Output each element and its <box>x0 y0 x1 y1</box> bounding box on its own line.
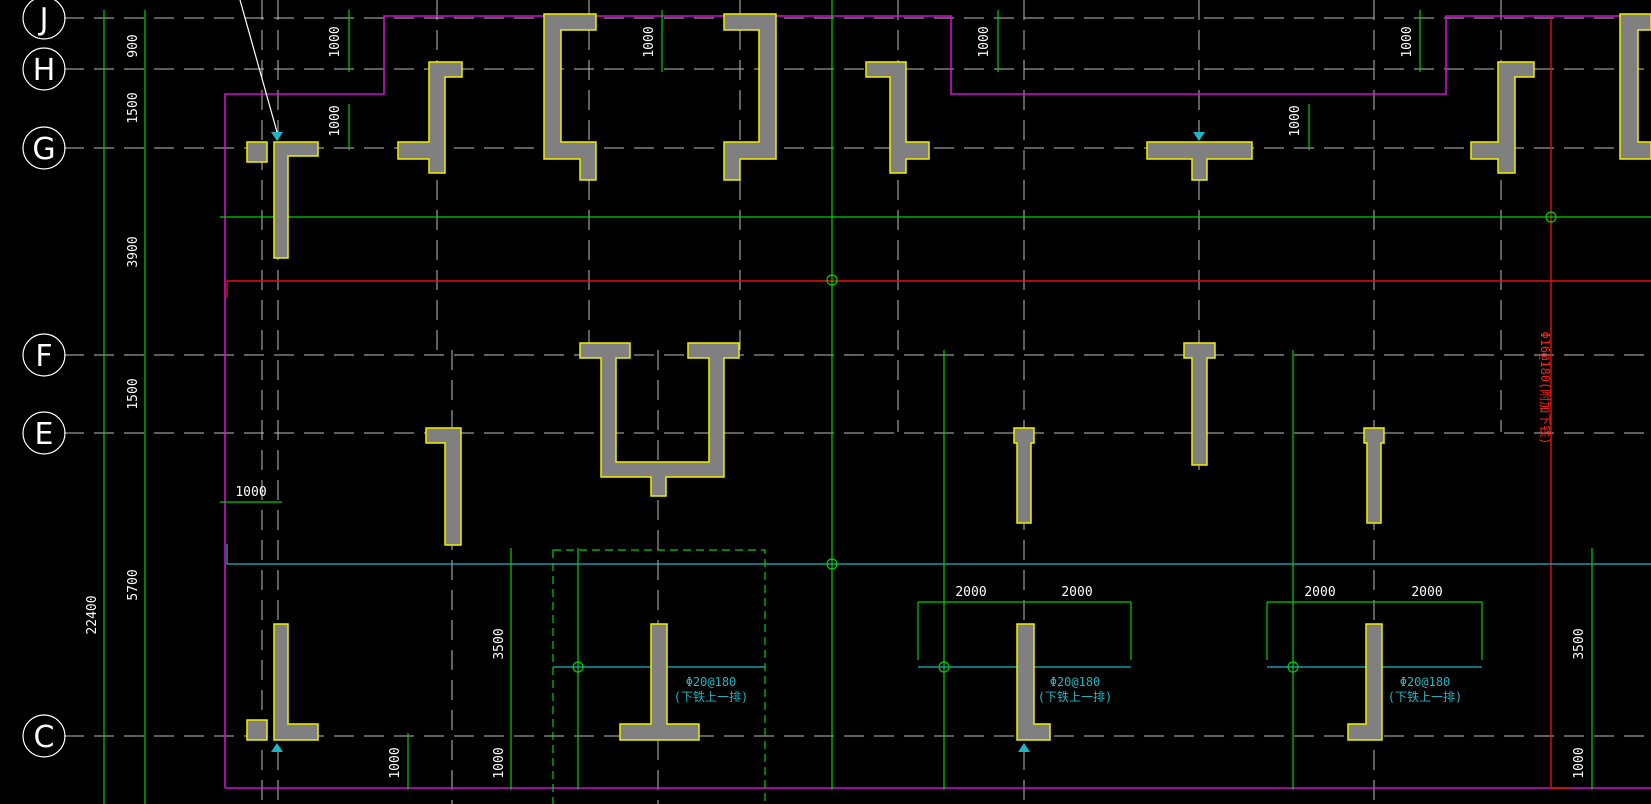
dashed-reinforcement-zone <box>552 549 766 804</box>
dim-top-1000-f: 1000 <box>1400 26 1415 57</box>
section-markers <box>271 132 1205 752</box>
wall-z-g2[interactable] <box>397 61 463 174</box>
wall-column-g-left[interactable] <box>246 141 268 163</box>
wall-e2[interactable] <box>1013 427 1035 524</box>
green-node-1 <box>826 274 838 286</box>
axis-label-c: C <box>34 720 55 755</box>
wall-u-core[interactable] <box>579 342 740 497</box>
slab-boundary-outline <box>224 15 1651 788</box>
marker-triangle-up-2[interactable] <box>1018 743 1030 752</box>
wall-seven-g[interactable] <box>865 61 930 174</box>
rebar-note-2-line2: (下铁上一排) <box>1038 690 1112 704</box>
axis-label-h: H <box>33 53 56 88</box>
wall-z-g-right[interactable] <box>1470 61 1535 174</box>
wall-t-g[interactable] <box>1146 141 1253 181</box>
axis-bubble-g[interactable]: G <box>22 126 66 170</box>
wall-bracket-right[interactable] <box>723 13 777 181</box>
axis-bubble-circle <box>22 714 66 758</box>
red-reinforcement-line-h <box>226 280 1651 298</box>
dim-2000-c-left: 2000 <box>955 585 986 600</box>
dim-2000-d-right: 2000 <box>1411 585 1442 600</box>
axis-bubble-j[interactable]: J <box>22 0 66 40</box>
cyan-rebar-line <box>226 544 1651 565</box>
axis-bubble-h[interactable]: H <box>22 47 66 91</box>
green-node-2 <box>826 558 838 570</box>
green-node-4 <box>572 661 584 673</box>
dim-top-1000-a: 1000 <box>328 26 343 57</box>
axis-label-g: G <box>32 132 55 167</box>
dim-total-22400: 22400 <box>85 595 100 634</box>
rebar-note-1-line1: Φ20@180 <box>686 675 737 689</box>
green-node-6 <box>1287 661 1299 673</box>
dim-2000-c-right: 2000 <box>1061 585 1092 600</box>
dim-3500-e: 3500 <box>1572 628 1587 659</box>
rebar-note-2-line1: Φ20@180 <box>1050 675 1101 689</box>
axis-bubble-circle <box>22 0 66 40</box>
dim-3500-a: 3500 <box>492 628 507 659</box>
axis-bubbles: J H G F E C <box>22 0 66 758</box>
axis-bubble-f[interactable]: F <box>22 333 66 377</box>
wall-f3[interactable] <box>1183 342 1216 466</box>
wall-l-g1[interactable] <box>273 141 319 259</box>
dim-1500-mid: 1500 <box>126 378 141 409</box>
dim-2000-d-left: 2000 <box>1304 585 1335 600</box>
axis-bubble-circle <box>22 126 66 170</box>
marker-triangle-up-1[interactable] <box>271 743 283 752</box>
wall-e4[interactable] <box>1363 427 1385 524</box>
wall-bracket-edge[interactable] <box>1619 13 1651 160</box>
marker-triangle-down-2[interactable] <box>1193 132 1205 141</box>
axis-bubble-circle <box>22 411 66 455</box>
dim-1000-e: 1000 <box>1572 747 1587 778</box>
axis-bubble-circle <box>22 333 66 377</box>
green-node-5 <box>938 661 950 673</box>
boundary-lines <box>224 15 1651 789</box>
additional-rebar-note: Φ16@180(附加下铁) <box>1538 331 1552 444</box>
dim-top-1000-b: 1000 <box>328 105 343 136</box>
wall-t-inv-c[interactable] <box>619 623 700 741</box>
dim-1000-b: 1000 <box>388 747 403 778</box>
axis-bubble-circle <box>22 47 66 91</box>
dim-top-1000-c: 1000 <box>642 26 657 57</box>
axis-label-f: F <box>35 339 52 374</box>
dim-1000-a: 1000 <box>492 747 507 778</box>
bottom-dimension-labels: 3500 1000 1000 2000 2000 2000 2000 3500 … <box>388 585 1587 779</box>
wall-column-c-left[interactable] <box>246 719 268 741</box>
wall-l-c2[interactable] <box>1016 623 1051 741</box>
top-dimension-labels: 1000 1000 1000 1000 1000 1000 1000 <box>235 26 1415 500</box>
red-reinforcement-line-v <box>1550 18 1570 789</box>
grid-lines-vertical <box>261 0 1502 804</box>
wall-l-c3[interactable] <box>1347 623 1383 741</box>
wall-e1[interactable] <box>425 427 462 546</box>
axis-bubble-e[interactable]: E <box>22 411 66 455</box>
rebar-notes: Φ20@180 (下铁上一排) Φ20@180 (下铁上一排) Φ20@180 … <box>674 675 1462 704</box>
left-dimension-labels: 900 1500 3900 1500 5700 22400 <box>85 34 141 634</box>
marker-triangle-down-1[interactable] <box>271 132 283 141</box>
rebar-note-3-line1: Φ20@180 <box>1400 675 1451 689</box>
wall-bracket-left[interactable] <box>543 13 597 181</box>
rebar-note-3-line2: (下铁上一排) <box>1388 690 1462 704</box>
green-lines <box>103 0 1651 804</box>
dim-top-1000-e: 1000 <box>1288 105 1303 136</box>
dim-left-offset-1000: 1000 <box>235 485 266 500</box>
grid-lines-horizontal <box>64 17 1651 737</box>
dim-3900: 3900 <box>126 236 141 267</box>
dim-top-1000-d: 1000 <box>977 26 992 57</box>
dim-5700: 5700 <box>126 569 141 600</box>
wall-l-c1[interactable] <box>273 623 319 741</box>
leader-line <box>239 0 278 133</box>
axis-label-e: E <box>35 417 54 452</box>
axis-bubble-c[interactable]: C <box>22 714 66 758</box>
axis-label-j: J <box>38 2 49 37</box>
green-node-3 <box>1545 211 1557 223</box>
dim-1500-top: 1500 <box>126 92 141 123</box>
rebar-note-1-line2: (下铁上一排) <box>674 690 748 704</box>
shear-walls <box>246 13 1651 741</box>
dim-900: 900 <box>126 34 141 57</box>
